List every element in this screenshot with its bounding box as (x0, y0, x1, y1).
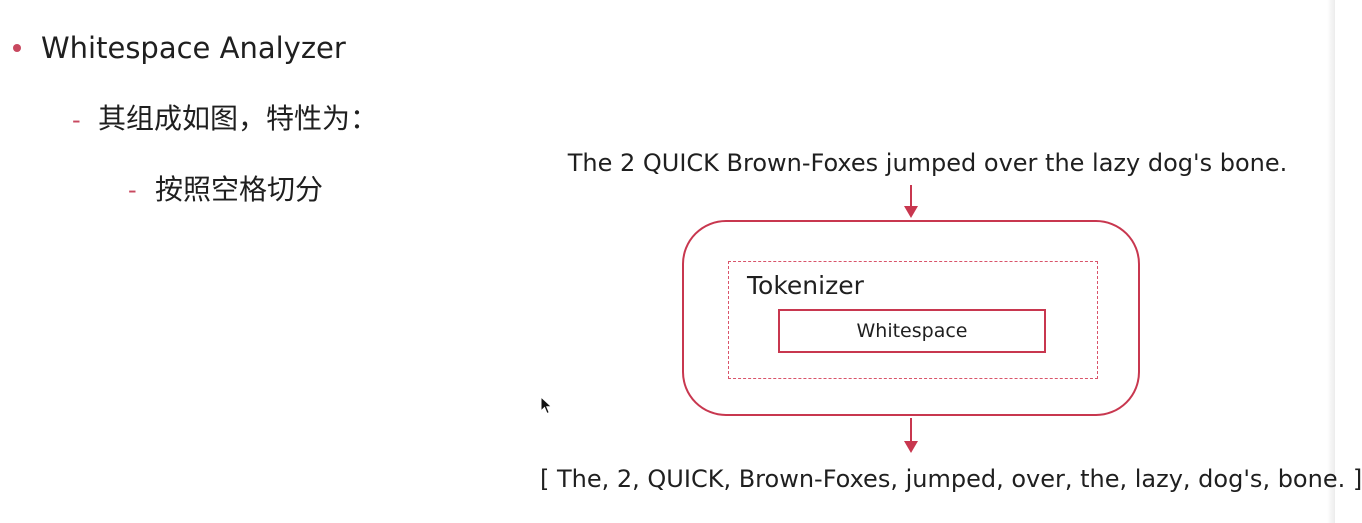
bullet-dot-icon (13, 44, 21, 52)
input-arrow-down-icon (904, 206, 918, 218)
tokenizer-box (728, 261, 1098, 379)
input-arrow-line (910, 185, 912, 207)
diagram-output-tokens: [ The, 2, QUICK, Brown-Foxes, jumped, ov… (540, 465, 1362, 493)
tokenizer-label: Tokenizer (747, 271, 864, 300)
bullet-sub-sub-item: 按照空格切分 (155, 173, 324, 206)
output-arrow-down-icon (904, 441, 918, 453)
dash-marker-level3: - (128, 176, 137, 204)
slide-edge-shadow (1327, 0, 1335, 523)
whitespace-tokenizer-box: Whitespace (778, 309, 1046, 353)
bullet-sub-item: 其组成如图，特性为： (98, 102, 379, 135)
output-arrow-line (910, 418, 912, 442)
analyzer-box (682, 220, 1140, 416)
diagram-input-text: The 2 QUICK Brown-Foxes jumped over the … (567, 149, 1288, 177)
bullet-title: Whitespace Analyzer (41, 31, 346, 65)
dash-marker-level2: - (72, 106, 81, 134)
mouse-pointer-icon (540, 395, 553, 415)
